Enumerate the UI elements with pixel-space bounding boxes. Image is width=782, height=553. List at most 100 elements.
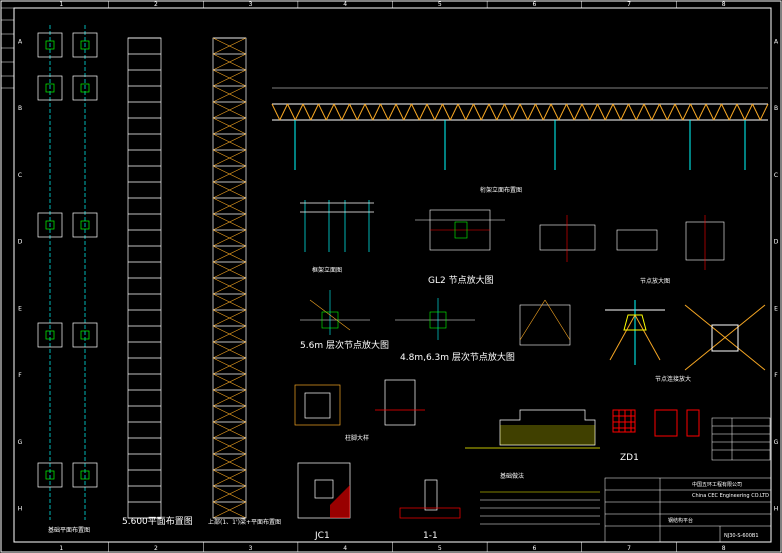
footing-column	[45, 83, 55, 93]
row-mark-left: E	[18, 305, 22, 312]
truss-diagonal	[504, 103, 513, 121]
truss-diagonal	[349, 103, 358, 121]
footing-column	[80, 40, 90, 50]
plan-2-brace	[212, 501, 247, 519]
row-mark-left: B	[18, 105, 22, 112]
plan-2-brace	[212, 37, 247, 55]
plan-2-brace	[212, 277, 247, 295]
plan-2-brace	[212, 101, 247, 119]
plan-view-2-title: 上部(1、1')梁+平面布置图	[208, 518, 281, 526]
truss-diagonal	[418, 103, 428, 121]
truss-diagonal	[442, 103, 451, 121]
footing-outline	[72, 75, 98, 101]
truss-diagonal	[426, 103, 436, 121]
footing-outline	[37, 32, 63, 58]
truss-diagonal	[403, 103, 412, 121]
frame-elevation	[300, 200, 374, 252]
plan-2-brace	[212, 373, 247, 391]
truss-diagonal	[744, 103, 753, 121]
base-plate-detail	[294, 379, 425, 426]
jc1-detail	[297, 462, 351, 519]
drawing-number: NJ30-S-600B1	[724, 533, 759, 539]
section-1-1-title: 1-1	[423, 531, 438, 541]
row-mark-left: D	[18, 239, 23, 246]
row-mark-left: H	[18, 506, 23, 513]
truss-diagonal	[573, 103, 583, 121]
plan-2-brace	[212, 357, 247, 375]
truss-diagonal	[674, 103, 684, 121]
truss-diagonal	[666, 103, 676, 121]
truss-elevation-title: 桁架立面布置图	[480, 186, 522, 194]
truss-diagonal	[511, 103, 521, 121]
row-mark-right: E	[774, 305, 778, 312]
footing-column	[80, 470, 90, 480]
truss-diagonal	[519, 103, 529, 121]
truss-diagonal	[457, 103, 467, 121]
zd1-title: ZD1	[620, 453, 639, 463]
company-en: China CEC Engineering CO.LTD	[692, 493, 769, 499]
truss-diagonal	[395, 103, 405, 121]
col-mark-bottom: 4	[343, 545, 347, 552]
plan-2-brace	[212, 165, 247, 183]
row-mark-right: C	[774, 172, 778, 179]
revision-table	[0, 7, 15, 89]
truss-diagonal	[411, 103, 420, 121]
truss-diagonal	[705, 103, 715, 121]
truss-diagonal	[620, 103, 629, 121]
truss-diagonal	[372, 103, 381, 121]
plan-2-brace	[212, 213, 247, 231]
plan-2-brace	[212, 261, 247, 279]
node-56-title: 5.6m 层次节点放大图	[300, 339, 389, 351]
plan-2-brace	[212, 325, 247, 343]
truss-diagonal	[527, 103, 536, 121]
truss-diagonal	[364, 103, 374, 121]
col-mark-top: 1	[59, 1, 63, 8]
gl2-detail	[415, 209, 505, 251]
plan-2-brace	[212, 469, 247, 487]
node-48-title: 4.8m,6.3m 层次节点放大图	[400, 351, 515, 363]
col-mark-bottom: 6	[533, 545, 537, 552]
zd1-detail	[612, 409, 700, 437]
connection-details-row1	[539, 215, 725, 270]
top-node-title: 节点连接放大	[655, 375, 691, 383]
footing-column	[80, 330, 90, 340]
row-mark-right: H	[774, 506, 779, 513]
plan-2-brace	[212, 453, 247, 471]
truss-diagonal	[480, 103, 490, 121]
plan-2-brace	[212, 389, 247, 407]
footing-outline	[72, 32, 98, 58]
plan-2-brace	[212, 53, 247, 71]
plan-2-brace	[212, 405, 247, 423]
col-mark-bottom: 2	[154, 545, 158, 552]
gl2-detail-title: GL2 节点放大图	[428, 274, 494, 286]
truss-diagonal	[651, 103, 660, 121]
footing-outline	[37, 322, 63, 348]
footing-outline	[72, 212, 98, 238]
truss-diagonal	[690, 103, 699, 121]
plan-2-brace	[212, 149, 247, 167]
truss-diagonal	[604, 103, 614, 121]
plan-view-2	[212, 37, 247, 519]
footing-column	[45, 470, 55, 480]
footing-outline	[37, 212, 63, 238]
truss-diagonal	[449, 103, 459, 121]
truss-diagonal	[659, 103, 668, 121]
plan-2-brace	[212, 69, 247, 87]
footing-column	[80, 83, 90, 93]
plan-2-brace	[212, 229, 247, 247]
truss-diagonal	[387, 103, 397, 121]
col-mark-bottom: 3	[249, 545, 253, 552]
row-mark-left: A	[18, 38, 23, 45]
truss-diagonal	[318, 103, 327, 121]
plan-2-brace	[212, 197, 247, 215]
col-mark-top: 2	[154, 1, 158, 8]
truss-diagonal	[356, 103, 366, 121]
plan-2-brace	[212, 341, 247, 359]
truss-diagonal	[333, 103, 343, 121]
base-detail-title: 柱脚大样	[345, 434, 369, 442]
truss-diagonal	[728, 103, 738, 121]
row-mark-right: D	[774, 239, 779, 246]
truss-diagonal	[341, 103, 350, 121]
footing-outline	[37, 75, 63, 101]
col-mark-bottom: 5	[438, 545, 442, 552]
